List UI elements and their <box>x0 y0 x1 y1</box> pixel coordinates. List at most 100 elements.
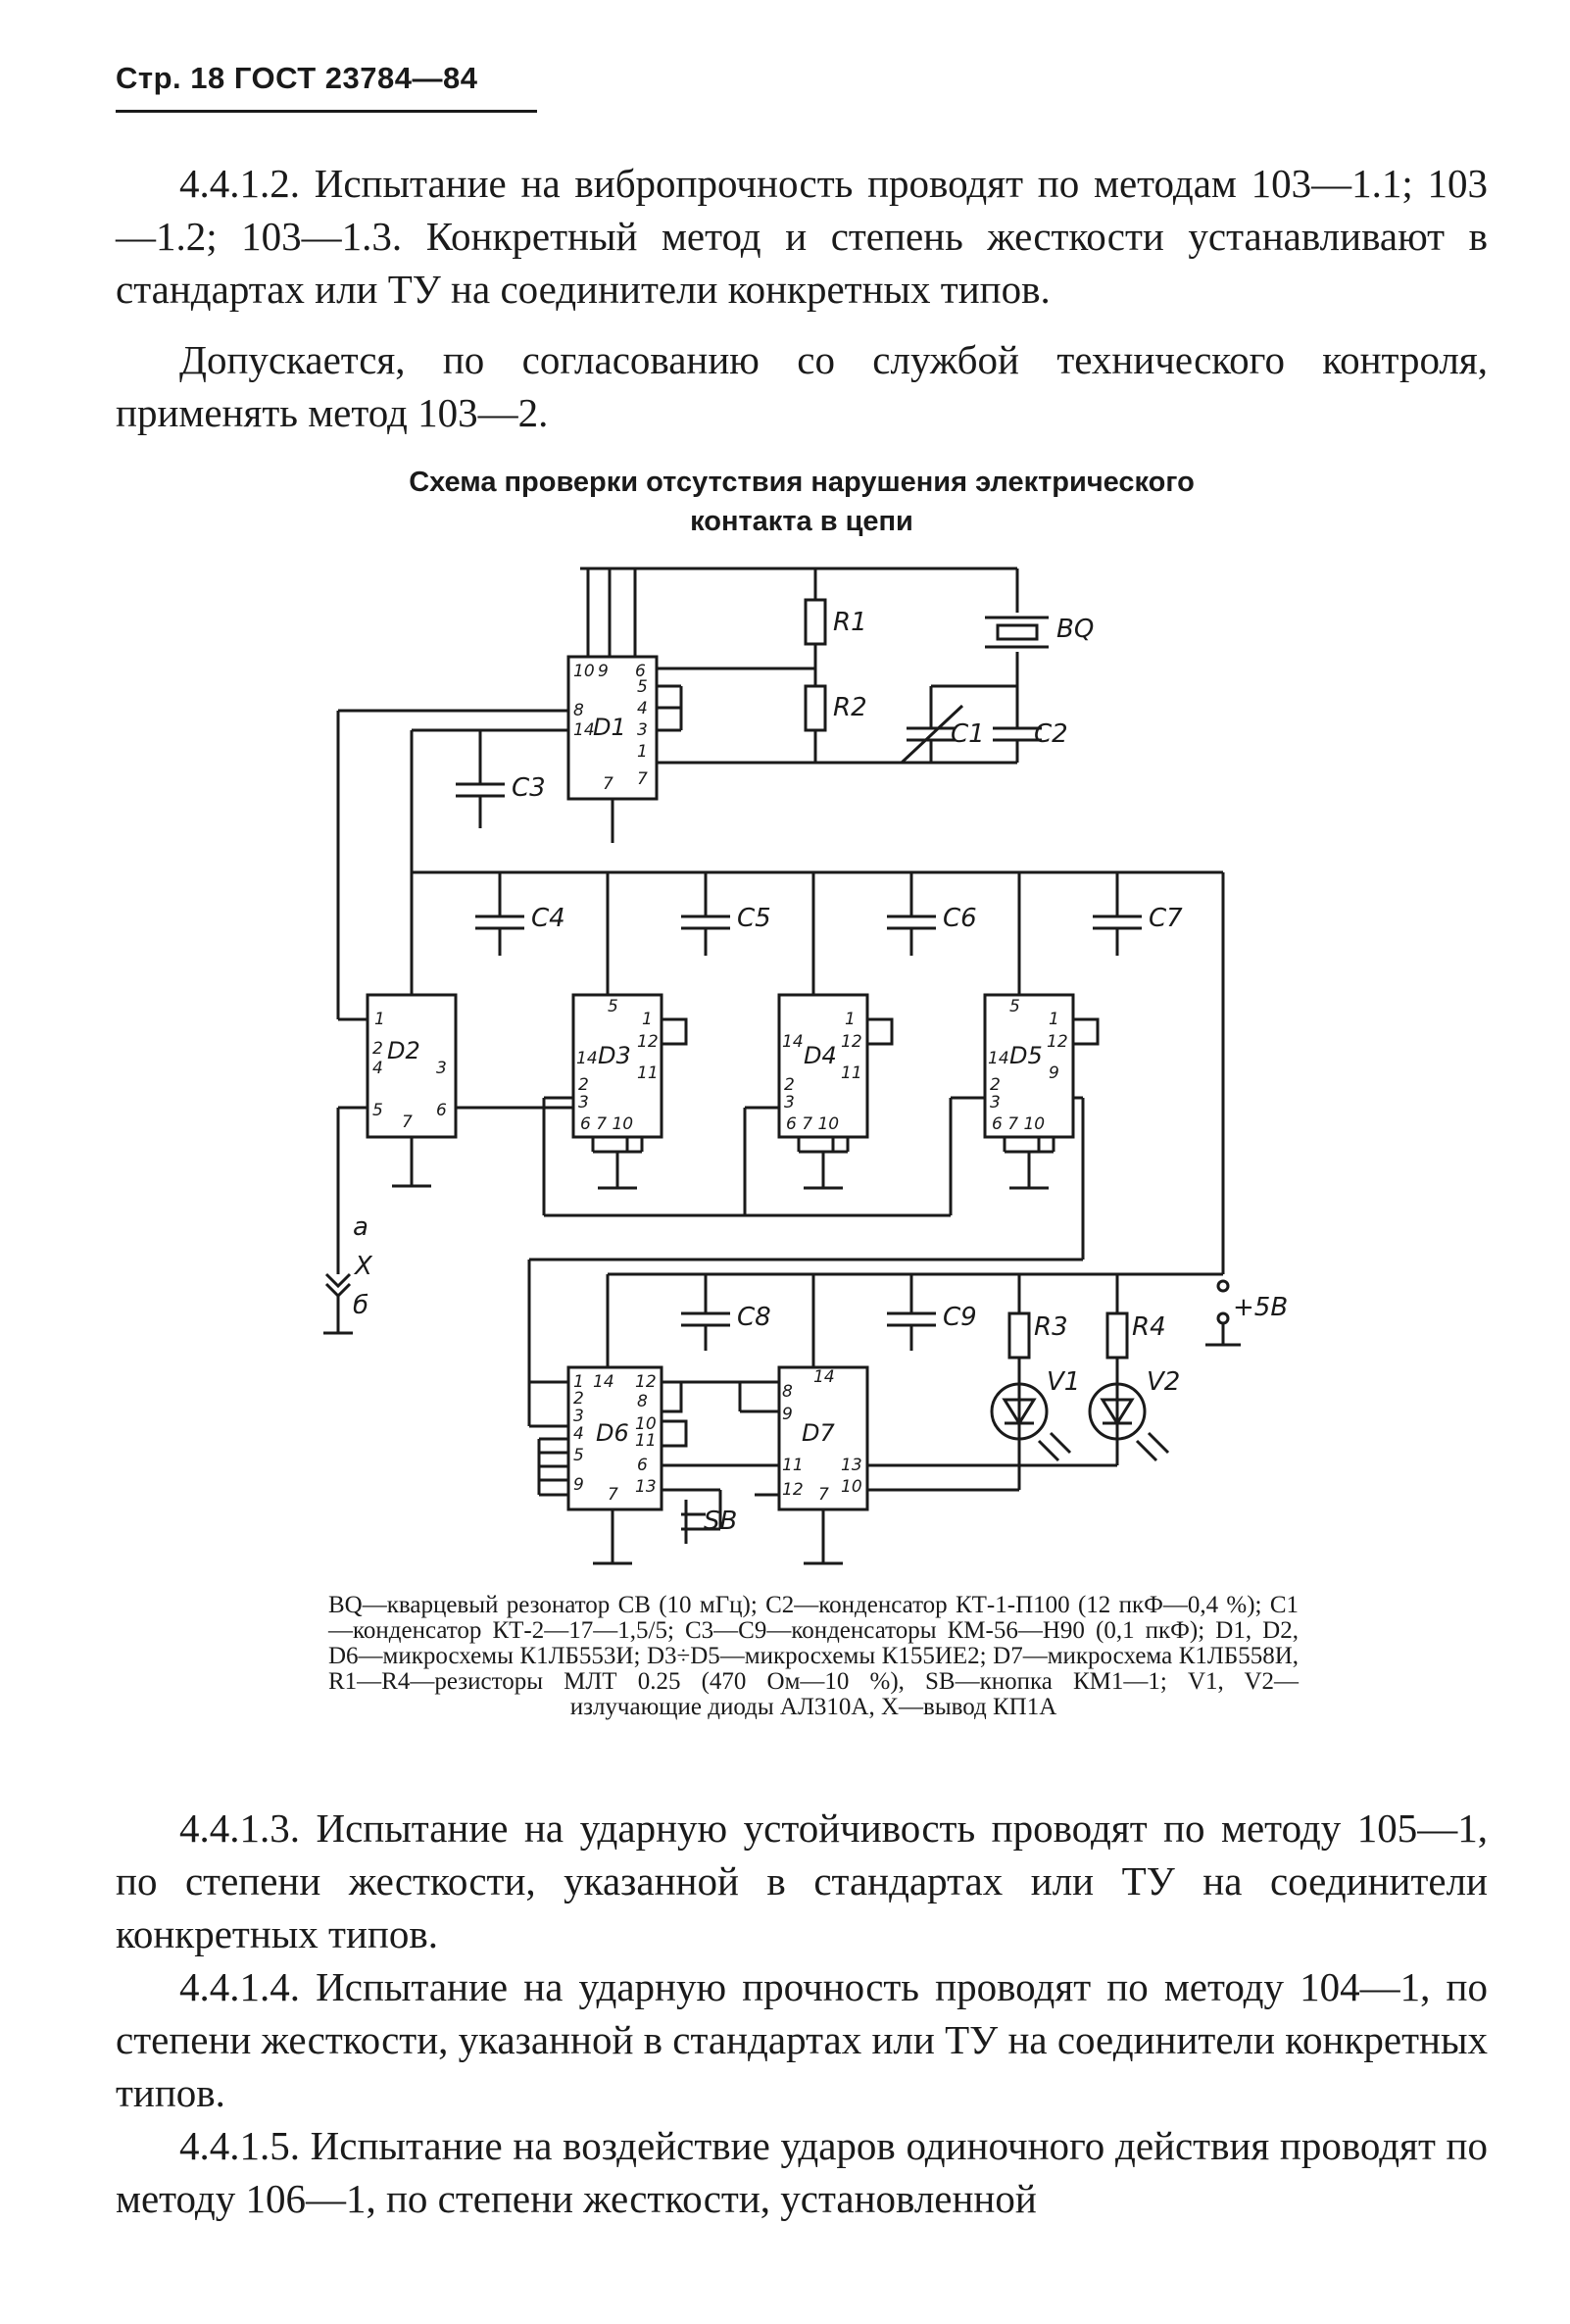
svg-text:1: 1 <box>1049 1010 1059 1029</box>
label-x: X <box>353 1252 373 1281</box>
label-r2: R2 <box>833 693 867 722</box>
svg-text:3: 3 <box>436 1059 447 1078</box>
label-r4: R4 <box>1132 1312 1166 1342</box>
svg-text:5: 5 <box>573 1446 584 1465</box>
svg-text:7: 7 <box>637 769 648 789</box>
label-c7: C7 <box>1149 904 1183 933</box>
svg-text:9: 9 <box>573 1475 584 1495</box>
label-c3: C3 <box>512 773 546 803</box>
svg-text:3: 3 <box>573 1407 584 1426</box>
label-c2: C2 <box>1034 719 1068 749</box>
page-header: Стр. 18 ГОСТ 23784—84 <box>116 61 478 95</box>
svg-text:6 7 10: 6 7 10 <box>992 1114 1045 1134</box>
label-sb: SB <box>704 1507 737 1536</box>
svg-text:4: 4 <box>637 699 648 718</box>
label-c9: C9 <box>943 1303 977 1332</box>
svg-text:6 7 10: 6 7 10 <box>786 1114 839 1134</box>
svg-text:10: 10 <box>841 1477 862 1497</box>
svg-text:5: 5 <box>637 677 648 697</box>
label-d6: D6 <box>596 1419 629 1447</box>
paragraph-4-4-1-5: 4.4.1.5. Испытание на воздействие ударов… <box>116 2123 1488 2221</box>
svg-text:10: 10 <box>573 662 595 681</box>
label-c8: C8 <box>737 1303 771 1332</box>
figure-title-line2: контакта в цепи <box>690 506 913 537</box>
label-c5: C5 <box>737 904 771 933</box>
figure-caption: BQ—кварцевый резонатор СВ (10 мГц); С2—к… <box>328 1592 1299 1720</box>
svg-text:11: 11 <box>637 1063 659 1083</box>
svg-text:14: 14 <box>782 1032 804 1052</box>
label-b: б <box>353 1291 368 1320</box>
svg-text:14: 14 <box>813 1367 835 1387</box>
svg-text:13: 13 <box>841 1456 862 1475</box>
label-a: а <box>353 1212 368 1242</box>
svg-text:1: 1 <box>637 742 648 762</box>
label-plus5v: +5В <box>1233 1293 1288 1322</box>
svg-text:5: 5 <box>372 1101 383 1120</box>
svg-text:7: 7 <box>402 1113 413 1132</box>
svg-text:2: 2 <box>573 1389 584 1409</box>
svg-text:8: 8 <box>573 701 584 720</box>
svg-text:4: 4 <box>573 1424 584 1444</box>
label-bq: BQ <box>1056 615 1094 644</box>
svg-text:5: 5 <box>608 997 618 1016</box>
svg-text:11: 11 <box>635 1431 657 1451</box>
svg-text:2: 2 <box>990 1075 1001 1095</box>
svg-text:9: 9 <box>1049 1063 1059 1083</box>
label-r3: R3 <box>1034 1312 1068 1342</box>
svg-text:4: 4 <box>372 1059 383 1078</box>
svg-text:3: 3 <box>990 1093 1001 1113</box>
svg-text:13: 13 <box>635 1477 657 1497</box>
label-c6: C6 <box>943 904 977 933</box>
svg-text:12: 12 <box>635 1372 657 1392</box>
svg-text:7: 7 <box>603 774 613 794</box>
svg-text:14: 14 <box>573 720 595 740</box>
svg-text:9: 9 <box>598 662 609 681</box>
label-c4: C4 <box>531 904 565 933</box>
svg-text:2: 2 <box>578 1075 589 1095</box>
svg-text:6: 6 <box>436 1101 447 1120</box>
svg-text:11: 11 <box>782 1456 804 1475</box>
label-d7: D7 <box>802 1419 835 1447</box>
paragraph-4-4-1-2: 4.4.1.2. Испытание на вибропрочность про… <box>116 161 1488 312</box>
svg-text:12: 12 <box>841 1032 862 1052</box>
label-d5: D5 <box>1009 1042 1043 1069</box>
label-d1: D1 <box>593 714 626 741</box>
label-c1: C1 <box>951 719 985 749</box>
paragraph-method-103-2: Допускается, по согласованию со службой … <box>116 337 1488 435</box>
svg-text:6: 6 <box>637 1456 648 1475</box>
circuit-diagram: R1 R2 BQ C1 C2 C3 C4 C5 C6 C7 C8 C9 R3 R… <box>323 567 1288 1565</box>
svg-text:2: 2 <box>784 1075 795 1095</box>
label-r1: R1 <box>833 608 867 637</box>
svg-text:8: 8 <box>637 1392 648 1411</box>
svg-text:6: 6 <box>635 662 646 681</box>
label-v1: V1 <box>1047 1367 1080 1397</box>
svg-text:3: 3 <box>637 720 648 740</box>
svg-text:9: 9 <box>782 1405 793 1424</box>
svg-text:14: 14 <box>593 1372 614 1392</box>
figure-title-line1: Схема проверки отсутствия нарушения элек… <box>409 467 1195 498</box>
svg-text:12: 12 <box>1047 1032 1068 1052</box>
svg-text:14: 14 <box>576 1049 598 1068</box>
svg-text:5: 5 <box>1009 997 1020 1016</box>
svg-text:3: 3 <box>784 1093 795 1113</box>
svg-text:7: 7 <box>608 1485 618 1505</box>
header-rule <box>116 110 537 113</box>
label-d3: D3 <box>598 1042 631 1069</box>
label-d4: D4 <box>804 1042 837 1069</box>
svg-text:11: 11 <box>841 1063 862 1083</box>
svg-text:7: 7 <box>818 1485 829 1505</box>
svg-text:6 7 10: 6 7 10 <box>580 1114 633 1134</box>
label-d2: D2 <box>387 1037 420 1064</box>
svg-text:1: 1 <box>374 1010 385 1029</box>
label-v2: V2 <box>1147 1367 1180 1397</box>
svg-text:3: 3 <box>578 1093 589 1113</box>
svg-text:12: 12 <box>637 1032 659 1052</box>
svg-text:1: 1 <box>573 1372 584 1392</box>
svg-text:14: 14 <box>988 1049 1009 1068</box>
svg-text:1: 1 <box>845 1010 856 1029</box>
svg-text:10: 10 <box>635 1414 657 1434</box>
svg-text:1: 1 <box>642 1010 653 1029</box>
svg-text:8: 8 <box>782 1382 793 1402</box>
paragraph-4-4-1-4: 4.4.1.4. Испытание на ударную прочность … <box>116 1964 1488 2115</box>
